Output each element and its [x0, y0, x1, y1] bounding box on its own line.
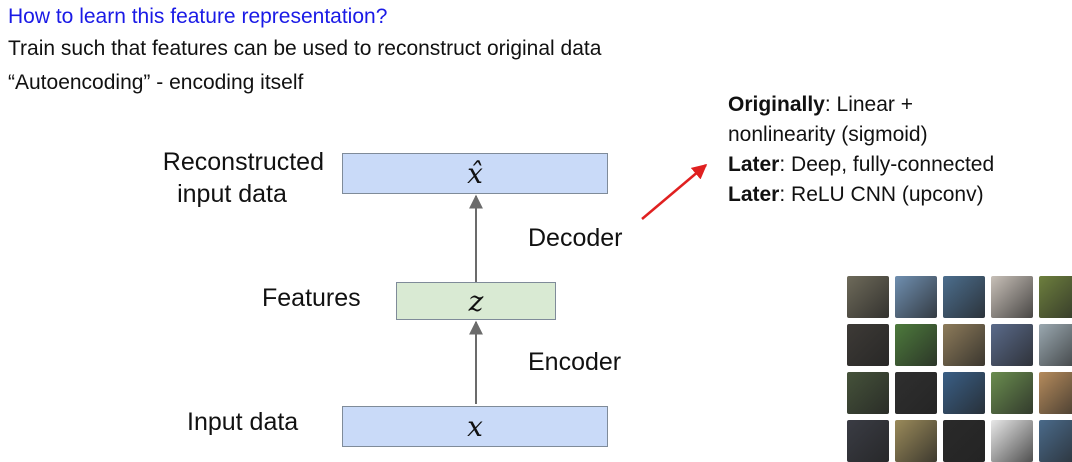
note-line: Later: ReLU CNN (upconv): [728, 183, 984, 206]
features-symbol: z: [468, 284, 484, 318]
sample-image-tile: [991, 372, 1033, 414]
notes-pointer-arrow: [641, 164, 708, 220]
sample-image-tile: [991, 324, 1033, 366]
sample-image-tile: [847, 324, 889, 366]
sample-image-tile: [1039, 372, 1072, 414]
autoencoding-description: “Autoencoding” - encoding itself: [8, 71, 304, 94]
sample-images-grid: [847, 276, 1072, 462]
note-line: Later: Deep, fully-connected: [728, 153, 995, 176]
reconstructed-label-line2: input data: [177, 180, 287, 208]
features-box: z: [396, 282, 556, 320]
encoder-label: Encoder: [528, 348, 622, 376]
sample-image-tile: [847, 276, 889, 318]
features-label: Features: [262, 284, 361, 312]
note-line: Originally: Linear +: [728, 93, 914, 116]
sample-image-tile: [991, 276, 1033, 318]
input-symbol: x: [467, 410, 483, 443]
architecture-notes: Originally: Linear + nonlinearity (sigmo…: [728, 90, 994, 210]
sample-image-tile: [943, 324, 985, 366]
note-line: nonlinearity (sigmoid): [728, 123, 928, 146]
decoder-label: Decoder: [528, 224, 623, 252]
reconstructed-symbol: x̂: [467, 157, 483, 190]
sample-image-tile: [895, 420, 937, 462]
reconstructed-label-line1: Reconstructed: [162, 148, 324, 176]
sample-image-tile: [1039, 420, 1072, 462]
sample-image-tile: [943, 420, 985, 462]
input-box: x: [342, 406, 608, 447]
sample-image-tile: [1039, 276, 1072, 318]
sample-image-tile: [895, 324, 937, 366]
sample-image-tile: [991, 420, 1033, 462]
sample-image-tile: [895, 372, 937, 414]
reconstructed-box: x̂: [342, 153, 608, 194]
sample-image-tile: [847, 372, 889, 414]
sample-image-tile: [847, 420, 889, 462]
input-label: Input data: [187, 408, 299, 436]
sample-image-tile: [943, 372, 985, 414]
question-heading: How to learn this feature representation…: [8, 5, 388, 28]
sample-image-tile: [943, 276, 985, 318]
sample-image-tile: [1039, 324, 1072, 366]
training-description: Train such that features can be used to …: [8, 37, 602, 60]
sample-image-tile: [895, 276, 937, 318]
reconstructed-label: Reconstructed input data: [100, 146, 324, 210]
